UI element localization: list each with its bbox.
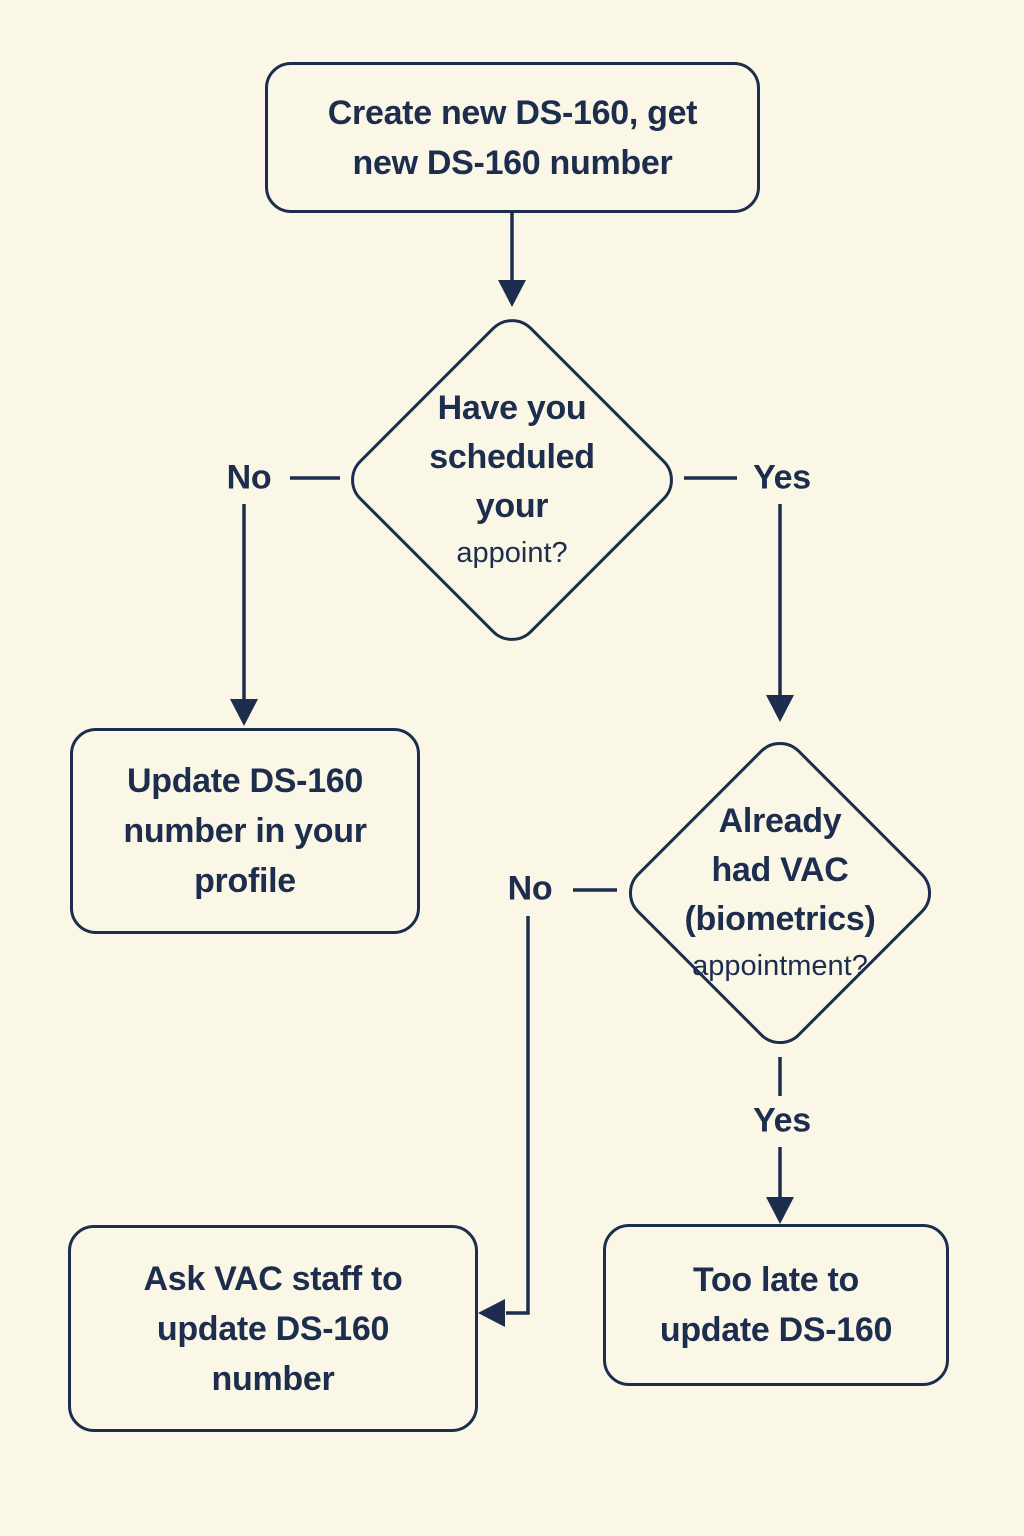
update-profile-text: Update DS-160 bbox=[126, 762, 364, 800]
ask-vac-staff-text: update DS-160 bbox=[156, 1309, 390, 1348]
edge-label-yes: Yes bbox=[753, 458, 811, 497]
decision-text: (biometrics) bbox=[684, 900, 876, 938]
too-late-text: update DS-160 bbox=[659, 1311, 893, 1349]
update-profile-text: profile bbox=[194, 862, 296, 900]
decision-text: Have you bbox=[437, 389, 587, 427]
edge-label-no: No bbox=[226, 458, 272, 497]
flow-edges bbox=[242, 213, 782, 1315]
update-profile-node: Update DS-160 number in your profile bbox=[70, 728, 420, 934]
too-late-node: Too late to update DS-160 bbox=[603, 1224, 949, 1386]
edge-label-yes: Yes bbox=[753, 1101, 811, 1140]
decision-text: appointment? bbox=[692, 950, 868, 982]
ask-vac-staff-text: number bbox=[211, 1359, 335, 1398]
update-profile-text: number in your bbox=[123, 812, 367, 850]
decision-vac-node: Already had VAC (biometrics) appointment… bbox=[630, 797, 930, 989]
ask-vac-staff-node: Ask VAC staff to update DS-160 number bbox=[68, 1225, 478, 1432]
arrow-down-icon bbox=[766, 695, 794, 722]
ask-vac-staff-text: Ask VAC staff to bbox=[143, 1259, 403, 1298]
arrow-down-icon bbox=[766, 1197, 794, 1224]
decision-text: appoint? bbox=[456, 537, 568, 569]
arrow-left-icon bbox=[478, 1299, 505, 1327]
decision-text: had VAC bbox=[711, 851, 849, 889]
decision-text: scheduled bbox=[429, 438, 595, 476]
arrowheads bbox=[230, 280, 794, 1327]
too-late-text: Too late to bbox=[692, 1261, 860, 1299]
start-node-text: new DS-160 number bbox=[352, 143, 673, 182]
start-node-text: Create new DS-160, get bbox=[327, 93, 698, 132]
arrow-down-icon bbox=[498, 280, 526, 307]
arrow-down-icon bbox=[230, 699, 258, 726]
decision-text: Already bbox=[718, 802, 842, 840]
edge-label-no: No bbox=[507, 869, 553, 908]
decision-text: your bbox=[475, 487, 549, 525]
decision-scheduled-node: Have you scheduled your appoint? bbox=[362, 380, 662, 580]
start-node: Create new DS-160, get new DS-160 number bbox=[265, 62, 760, 213]
